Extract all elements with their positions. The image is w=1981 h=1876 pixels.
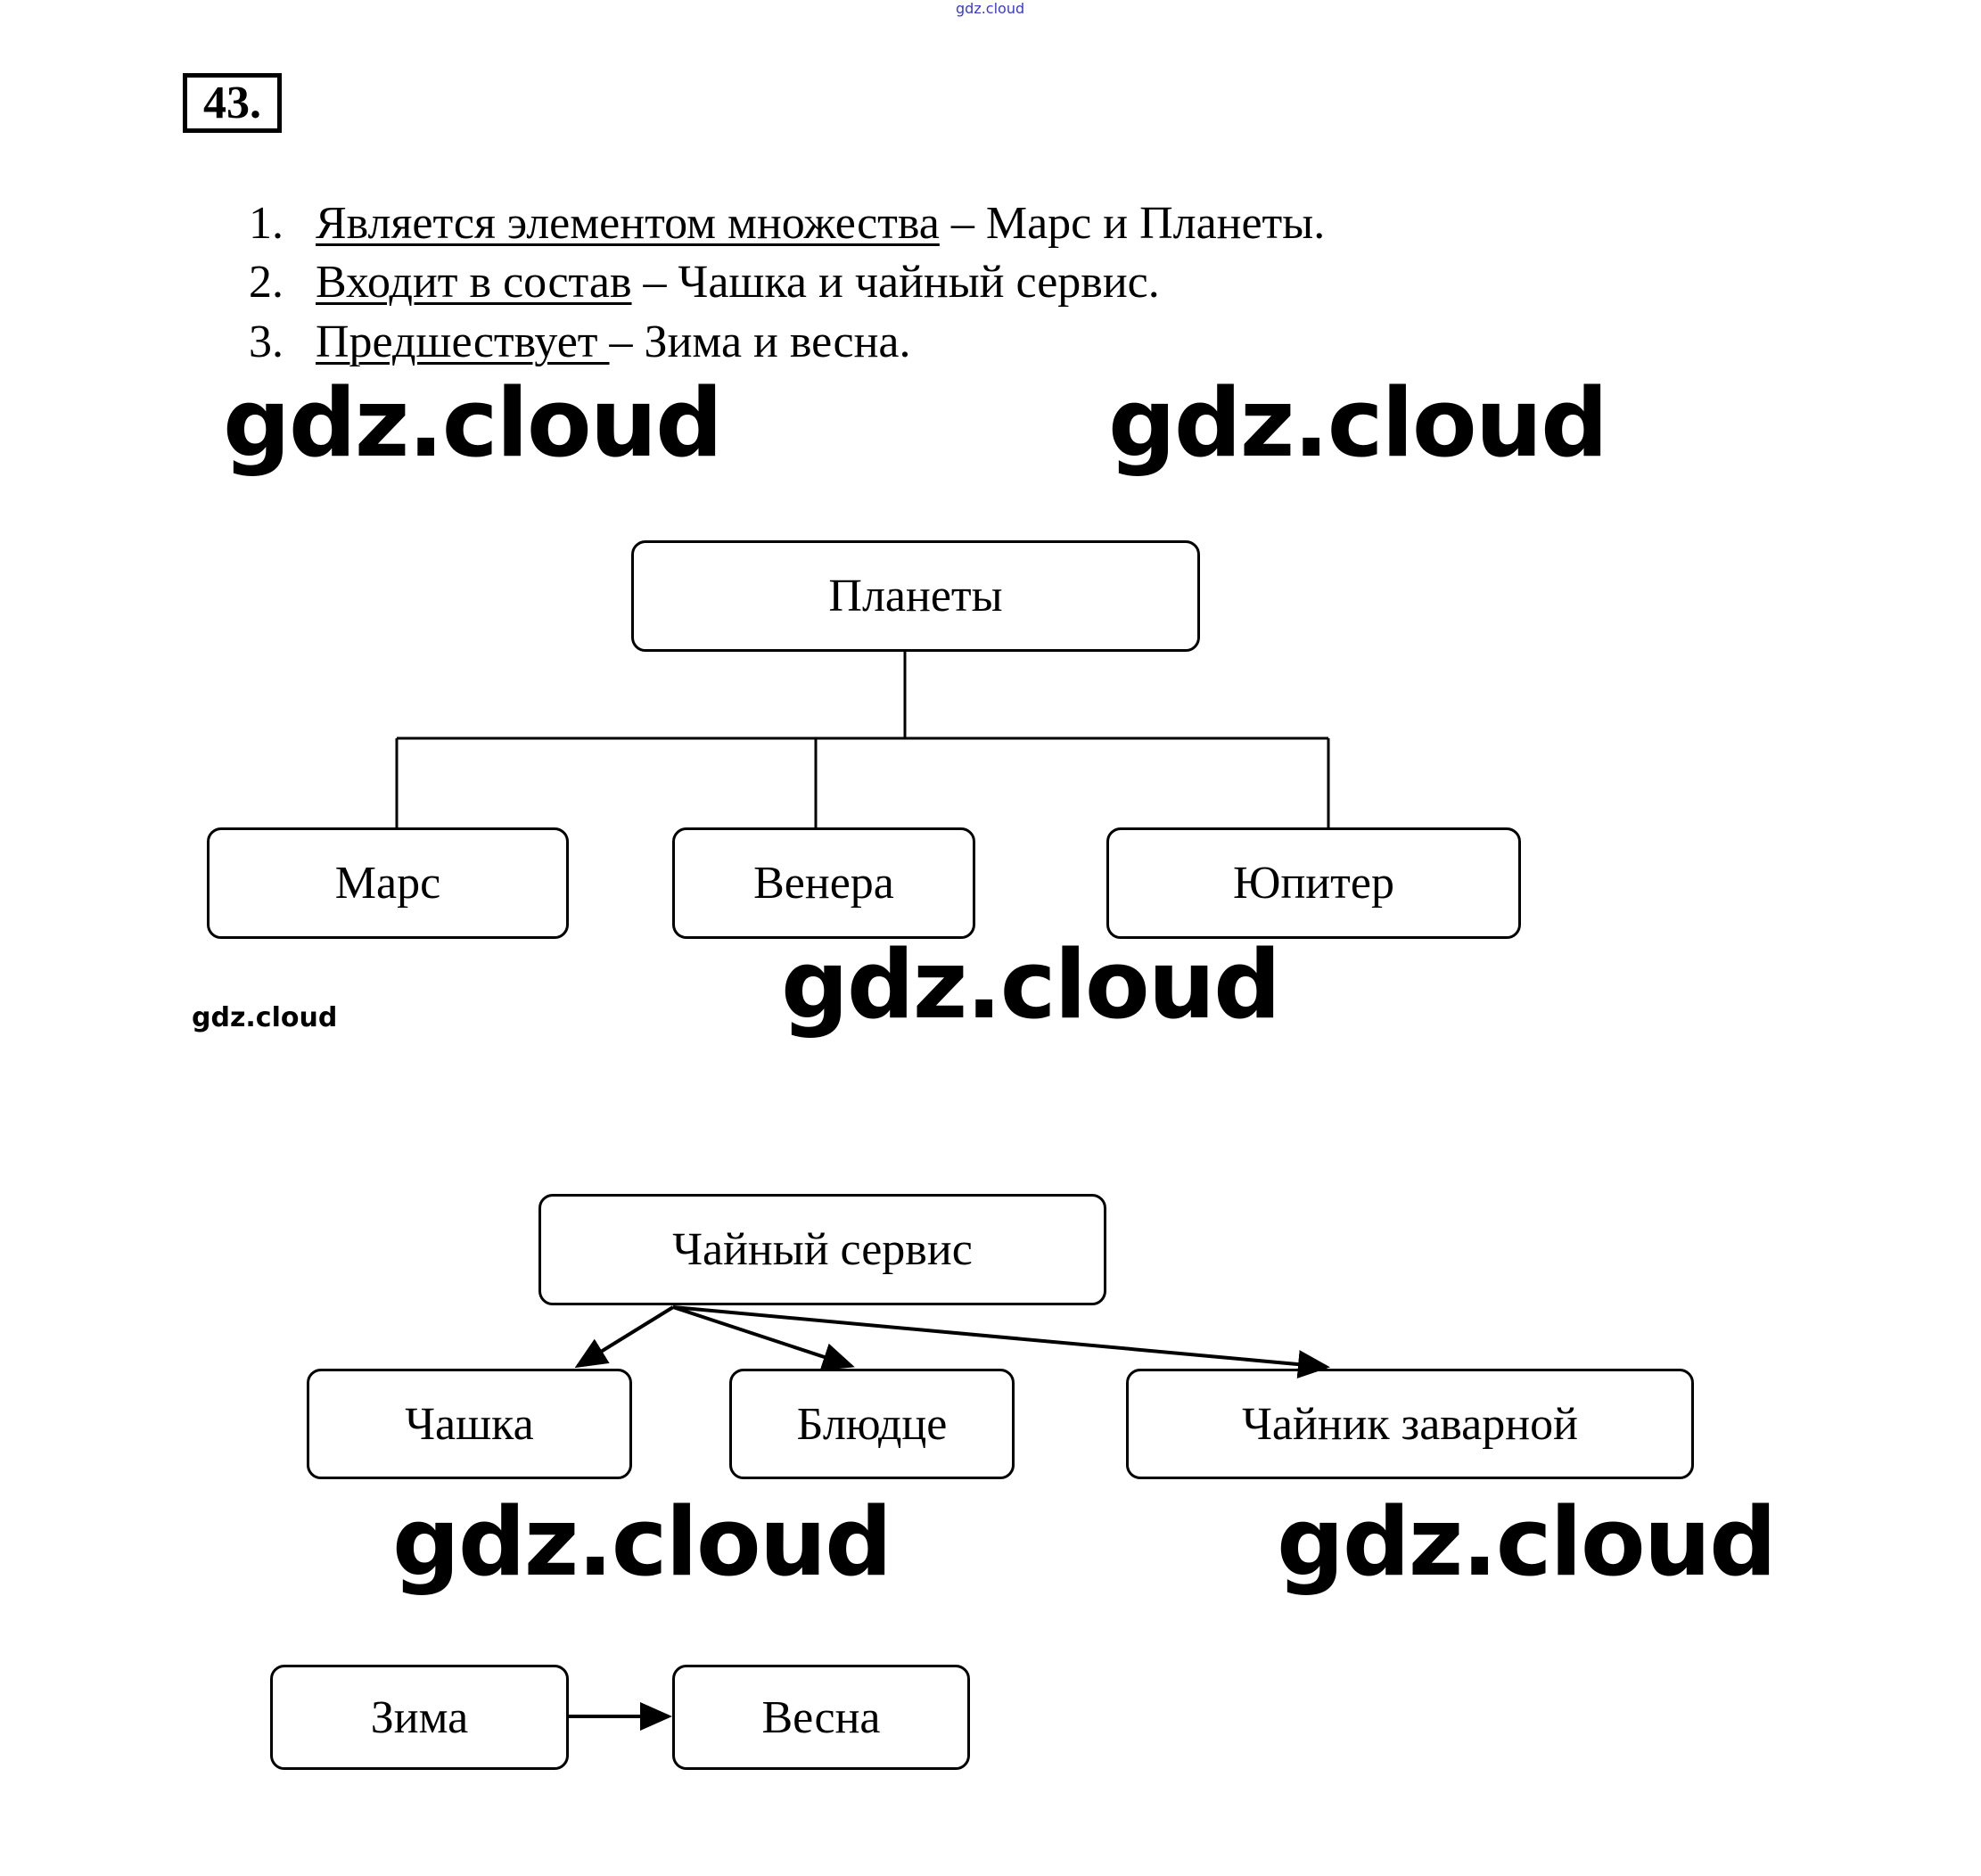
arrow-to-teapot [672,1305,1330,1379]
top-watermark: gdz.cloud [956,0,1025,17]
node-label: Юпитер [1233,858,1394,909]
node-label: Зима [370,1691,469,1743]
node-label: Планеты [828,571,1003,621]
watermark: gdz.cloud [192,1002,338,1033]
relation-item-1: 1. Является элементом множества – Марс и … [249,197,1325,251]
relation-item-2: 2. Входит в состав – Чашка и чайный серви… [249,256,1160,309]
node-planets: Планеты [631,540,1200,652]
node-label: Марс [334,858,441,909]
node-spring: Весна [672,1665,970,1770]
relation-term: Входит в состав [316,257,632,308]
relation-example: – Зима и весна. [609,317,911,367]
node-label: Чайник заварной [1242,1398,1578,1450]
relation-example: – Марс и Планеты. [939,198,1326,249]
node-mars: Марс [207,827,569,939]
watermark: gdz.cloud [392,1487,892,1597]
relation-item-3: 3. Предшествует – Зима и весна. [249,316,910,369]
watermark: gdz.cloud [781,930,1281,1040]
watermark: gdz.cloud [1277,1487,1777,1597]
node-label: Чайный сервис [672,1224,973,1275]
relation-term: Предшествует [316,317,610,367]
node-jupiter: Юпитер [1106,827,1521,939]
task-number: 43. [183,73,282,133]
node-venus: Венера [672,827,975,939]
watermark: gdz.cloud [223,368,723,478]
relation-example: – Чашка и чайный сервис. [631,257,1160,308]
node-label: Весна [761,1691,881,1743]
node-label: Венера [753,858,894,909]
node-cup: Чашка [307,1369,632,1479]
node-saucer: Блюдце [729,1369,1015,1479]
item-number: 3. [249,317,284,367]
node-winter: Зима [270,1665,569,1770]
relation-term: Является элементом множества [316,198,940,249]
node-label: Блюдце [796,1398,948,1450]
node-teapot: Чайник заварной [1126,1369,1694,1479]
node-tea-set: Чайный сервис [538,1194,1106,1305]
node-label: Чашка [405,1398,534,1450]
item-number: 2. [249,257,284,308]
arrow-to-cup [574,1305,675,1369]
arrow-to-saucer [672,1305,855,1371]
watermark: gdz.cloud [1108,368,1608,478]
item-number: 1. [249,198,284,249]
